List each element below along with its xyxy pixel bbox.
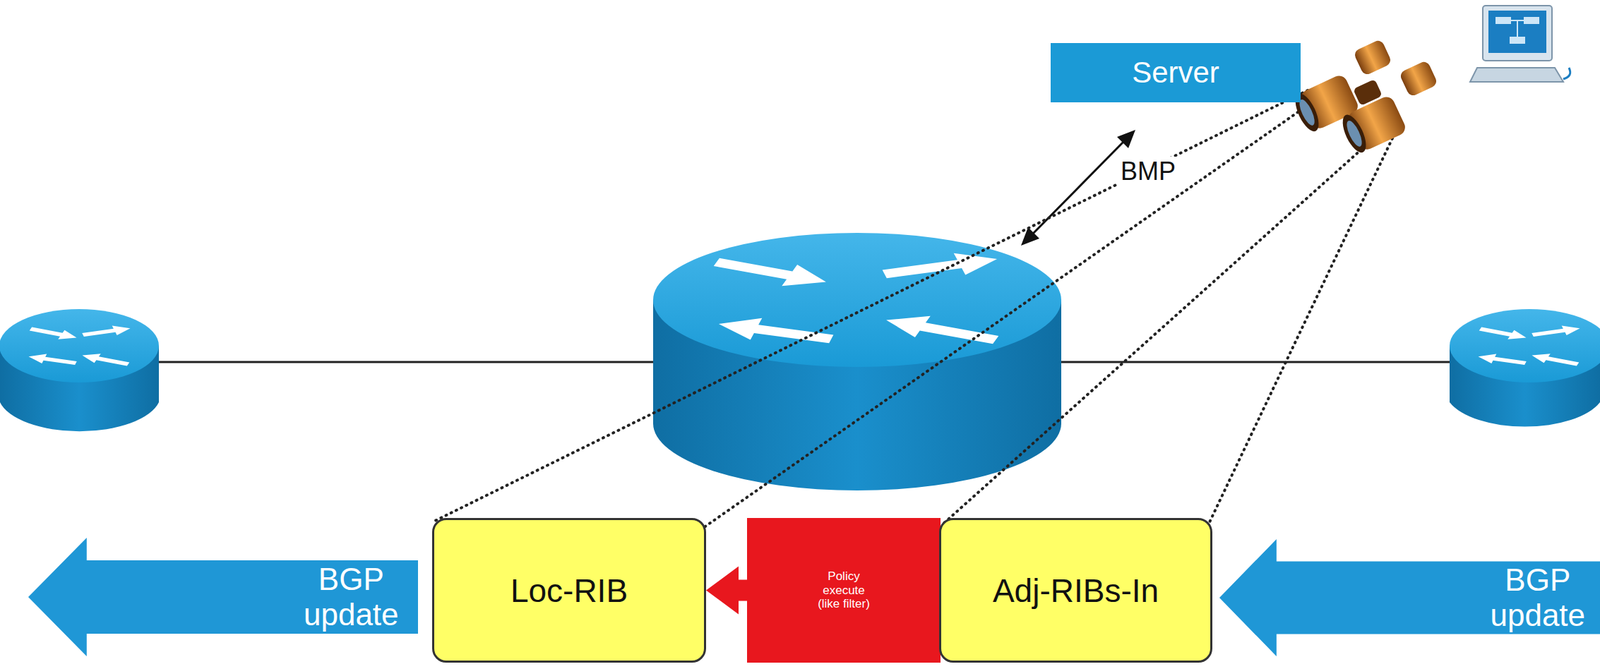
router-icon (0, 309, 159, 432)
node-text: Adj-RIBs-In (992, 571, 1159, 611)
link-line (155, 361, 657, 364)
node-text: BGP update (284, 562, 419, 633)
computer-icon (1470, 5, 1571, 82)
update-arrow: BGP update (28, 538, 419, 657)
rib-box: Adj-RIBs-In (939, 518, 1213, 664)
flow-arrow (706, 566, 748, 616)
router-icon (1449, 309, 1600, 428)
arrow-body (28, 538, 419, 657)
monitor-line (434, 90, 1393, 529)
server-box: Server (1050, 43, 1301, 103)
update-arrow: BGP update (1219, 539, 1600, 657)
protocol-label: BMP (1117, 156, 1179, 187)
bmp-arrow (1021, 129, 1136, 246)
node-text: BGP update (1475, 562, 1600, 634)
link-line (1059, 361, 1455, 364)
arrow-body (1219, 539, 1600, 657)
policy-box: Policy execute (like filter) (747, 518, 941, 664)
router-icon (653, 233, 1062, 491)
node-text: Server (1131, 55, 1220, 90)
rib-box: Loc-RIB (432, 518, 707, 664)
node-text: Loc-RIB (510, 571, 628, 611)
binoculars-icon (1290, 38, 1439, 157)
node-text: Policy execute (like filter) (815, 569, 873, 612)
